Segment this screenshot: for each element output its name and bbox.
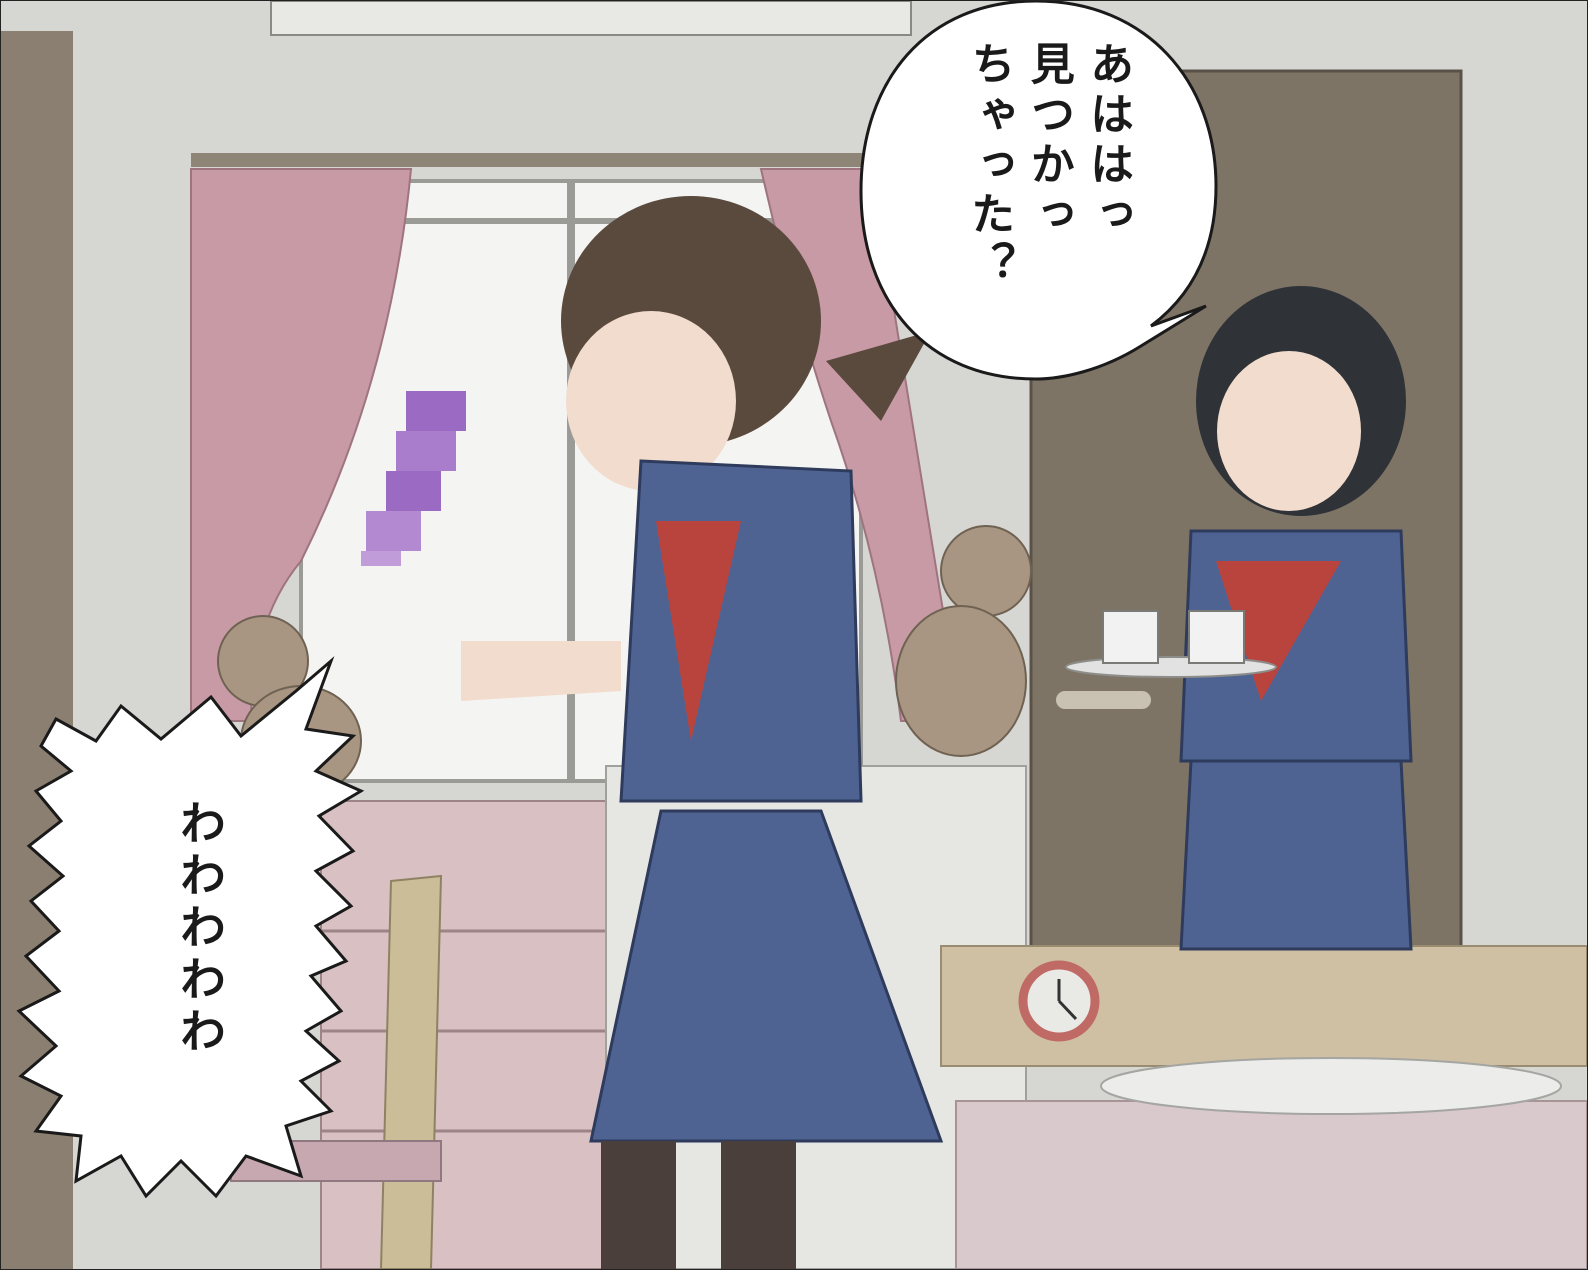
teddy-bear-right <box>895 525 1032 757</box>
bed-mattress <box>955 1100 1587 1269</box>
speech-bubble <box>859 1 1218 381</box>
air-conditioner <box>270 1 912 36</box>
clock-hand-minute <box>1057 999 1078 1021</box>
shout-bubble-text: わわわわわ <box>173 799 228 1059</box>
censored-object <box>361 391 466 566</box>
cup-left <box>1102 610 1159 664</box>
chair <box>379 874 443 1269</box>
speech-bubble-text: あははっ 見つかっ ちゃった？ <box>963 41 1134 291</box>
pillow <box>1100 1057 1562 1115</box>
girl-right <box>1065 286 1413 951</box>
shout-bubble <box>16 656 365 1199</box>
door-handle <box>1056 691 1151 709</box>
girl-left <box>461 196 944 1269</box>
curtain-rail <box>191 153 871 167</box>
cup-right <box>1188 610 1245 664</box>
dresser <box>320 800 622 1269</box>
